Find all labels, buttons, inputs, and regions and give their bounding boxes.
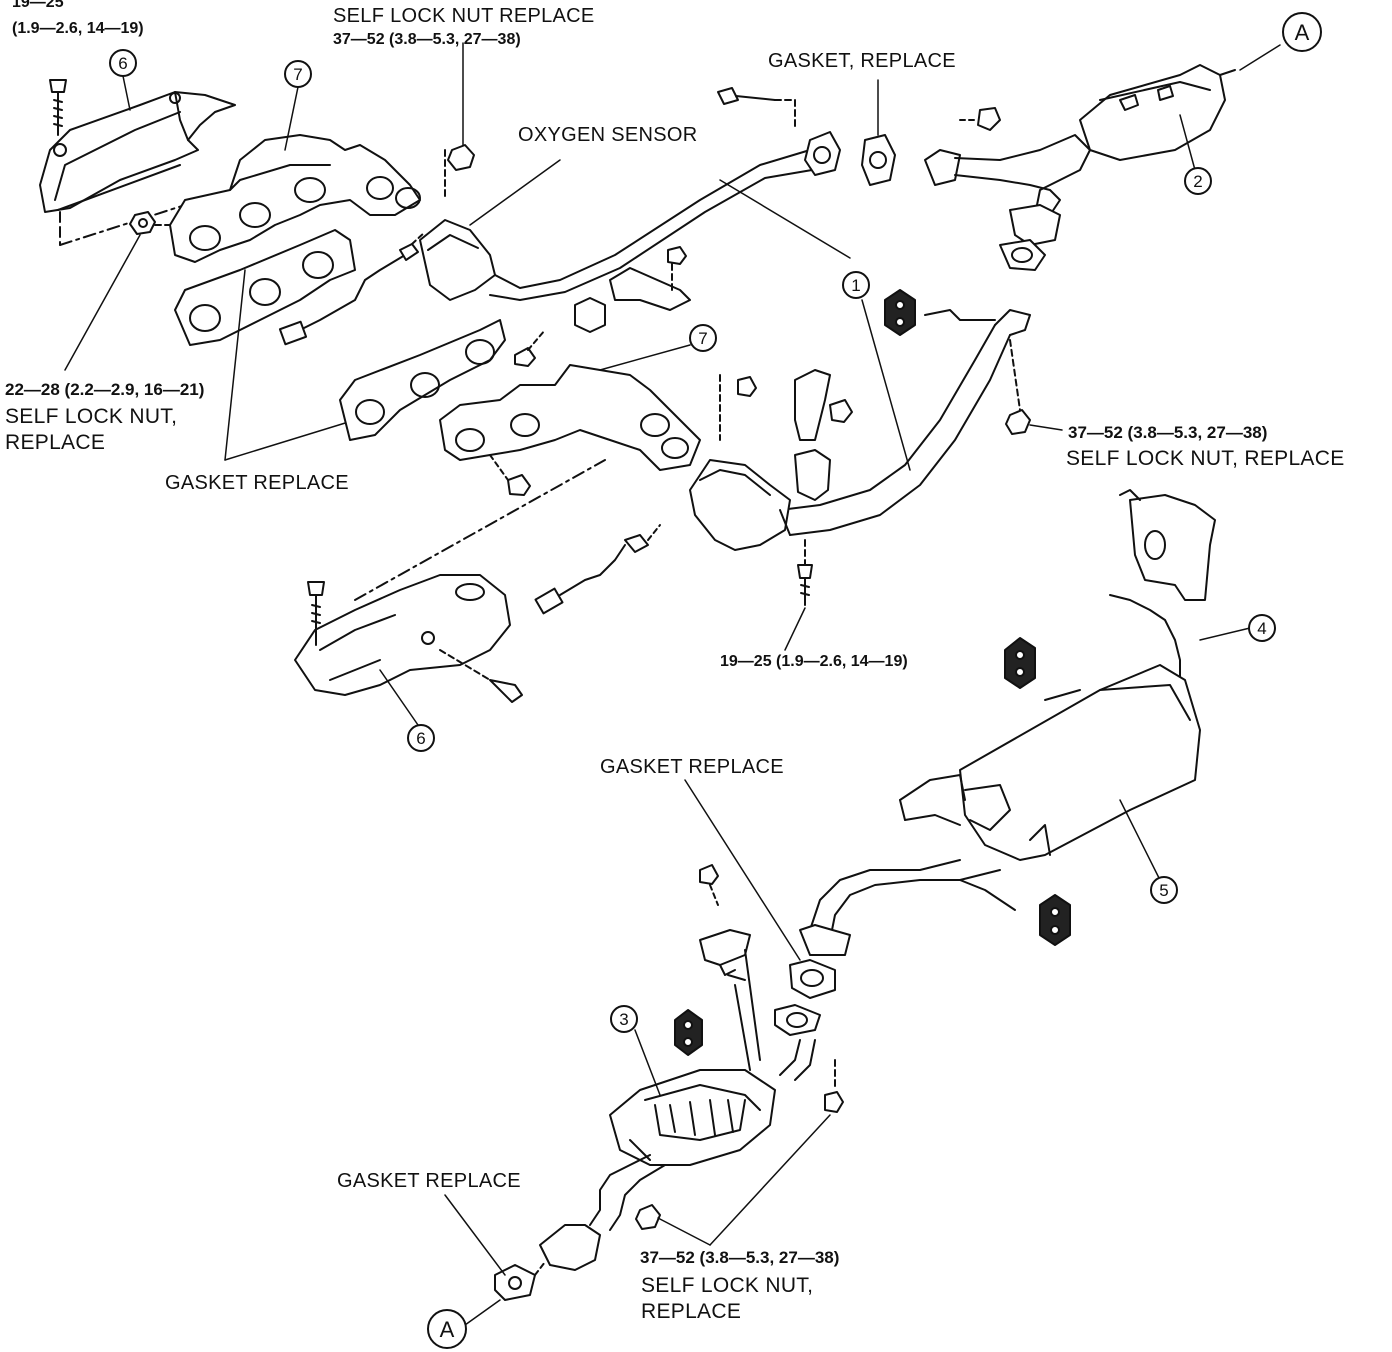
self-lock-nut-bottom bbox=[635, 1059, 844, 1246]
self-lock-nut-mid bbox=[719, 374, 757, 441]
bolt-upper-left bbox=[49, 79, 67, 136]
callout-1: 1 bbox=[842, 271, 870, 299]
intermediate-pipe bbox=[774, 859, 1016, 1081]
bottom-self-lock-label-1: SELF LOCK NUT, bbox=[641, 1274, 814, 1297]
svg-text:A: A bbox=[440, 1317, 455, 1342]
heat-shield-upper bbox=[39, 91, 236, 213]
heat-shield-lower bbox=[294, 459, 606, 703]
callout-7-mid: 7 bbox=[689, 324, 717, 352]
svg-text:4: 4 bbox=[1257, 619, 1266, 638]
gasket-replace-bottom-label: GASKET REPLACE bbox=[337, 1170, 521, 1192]
svg-text:2: 2 bbox=[1193, 172, 1202, 191]
svg-text:A: A bbox=[1295, 20, 1310, 45]
main-muffler bbox=[899, 664, 1201, 881]
oxygen-sensor-lower bbox=[534, 524, 661, 615]
self-lock-nut-top-torque: 37—52 (3.8—5.3, 27—38) bbox=[333, 31, 521, 48]
svg-text:7: 7 bbox=[698, 329, 707, 348]
reference-a-bottom: A bbox=[427, 1309, 467, 1349]
rubber-hanger-mid bbox=[884, 289, 996, 336]
self-lock-nut-top bbox=[444, 42, 475, 201]
gasket-replace-mid-label: GASKET REPLACE bbox=[165, 472, 349, 494]
self-lock-nut-right bbox=[1005, 339, 1063, 435]
pipe-bracket bbox=[794, 369, 853, 501]
bolt-clamp bbox=[514, 329, 546, 367]
gasket-replace-top-label: GASKET, REPLACE bbox=[768, 50, 956, 72]
oxygen-sensor-cable bbox=[1109, 594, 1251, 691]
bottom-self-lock-label-2: REPLACE bbox=[641, 1300, 742, 1323]
rubber-hanger-right-2 bbox=[1039, 894, 1071, 946]
bolt-top-center bbox=[717, 87, 796, 131]
torque-label-top-left-2: (1.9—2.6, 14—19) bbox=[12, 20, 144, 37]
front-pipe bbox=[779, 131, 1031, 536]
self-lock-nut-left bbox=[129, 211, 171, 235]
pipe-clamp bbox=[574, 246, 691, 333]
callout-3: 3 bbox=[610, 1005, 638, 1033]
exhaust-manifold-upper bbox=[169, 134, 421, 263]
svg-text:7: 7 bbox=[293, 65, 302, 84]
center-torque-label: 19—25 (1.9—2.6, 14—19) bbox=[720, 653, 908, 670]
hanger-bracket-right bbox=[1119, 489, 1216, 601]
bolt-lower-left bbox=[307, 581, 325, 646]
exhaust-manifold-lower bbox=[439, 344, 701, 496]
catalytic-converter-lower bbox=[689, 459, 791, 551]
svg-text:6: 6 bbox=[118, 54, 127, 73]
callout-7-top: 7 bbox=[284, 60, 312, 151]
callout-2: 2 bbox=[1184, 167, 1212, 195]
bottom-torque-label: 37—52 (3.8—5.3, 27—38) bbox=[640, 1248, 840, 1267]
svg-text:5: 5 bbox=[1159, 881, 1168, 900]
svg-text:1: 1 bbox=[851, 276, 860, 295]
y-pipe bbox=[924, 107, 1091, 271]
right-torque-label: 37—52 (3.8—5.3, 27—38) bbox=[1068, 423, 1268, 442]
left-self-lock-label-2: REPLACE bbox=[5, 431, 106, 454]
manifold-gasket-upper bbox=[174, 229, 356, 346]
oxygen-sensor-upper bbox=[278, 231, 426, 346]
rubber-hanger-lower bbox=[674, 1009, 703, 1056]
catalytic-converter-upper bbox=[419, 149, 821, 301]
callout-6-top: 6 bbox=[109, 49, 137, 111]
callout-5: 5 bbox=[1150, 876, 1178, 904]
bolt-center bbox=[784, 539, 813, 651]
catalytic-converter-main bbox=[1079, 64, 1236, 171]
rear-pipe bbox=[444, 1154, 666, 1301]
reference-a-top: A bbox=[1282, 12, 1322, 52]
svg-text:3: 3 bbox=[619, 1010, 628, 1029]
rubber-hanger-right-1 bbox=[1004, 637, 1036, 689]
right-self-lock-label: SELF LOCK NUT, REPLACE bbox=[1066, 447, 1345, 470]
gasket-top bbox=[861, 79, 896, 186]
callout-4: 4 bbox=[1248, 614, 1276, 642]
left-torque-label: 22—28 (2.2—2.9, 16—21) bbox=[5, 380, 205, 399]
self-lock-nut-top-label: SELF LOCK NUT REPLACE bbox=[333, 5, 595, 27]
callout-6-bottom: 6 bbox=[379, 669, 435, 752]
hanger-lower bbox=[699, 864, 761, 1071]
manifold-gasket-lower bbox=[339, 319, 506, 441]
left-self-lock-label-1: SELF LOCK NUT, bbox=[5, 405, 178, 428]
svg-text:6: 6 bbox=[416, 729, 425, 748]
pre-muffler bbox=[609, 1029, 776, 1166]
oxygen-sensor-label: OXYGEN SENSOR bbox=[518, 124, 698, 146]
gasket-replace-lower-label: GASKET REPLACE bbox=[600, 756, 784, 778]
torque-label-top-left-1: 19—25 bbox=[12, 0, 64, 11]
